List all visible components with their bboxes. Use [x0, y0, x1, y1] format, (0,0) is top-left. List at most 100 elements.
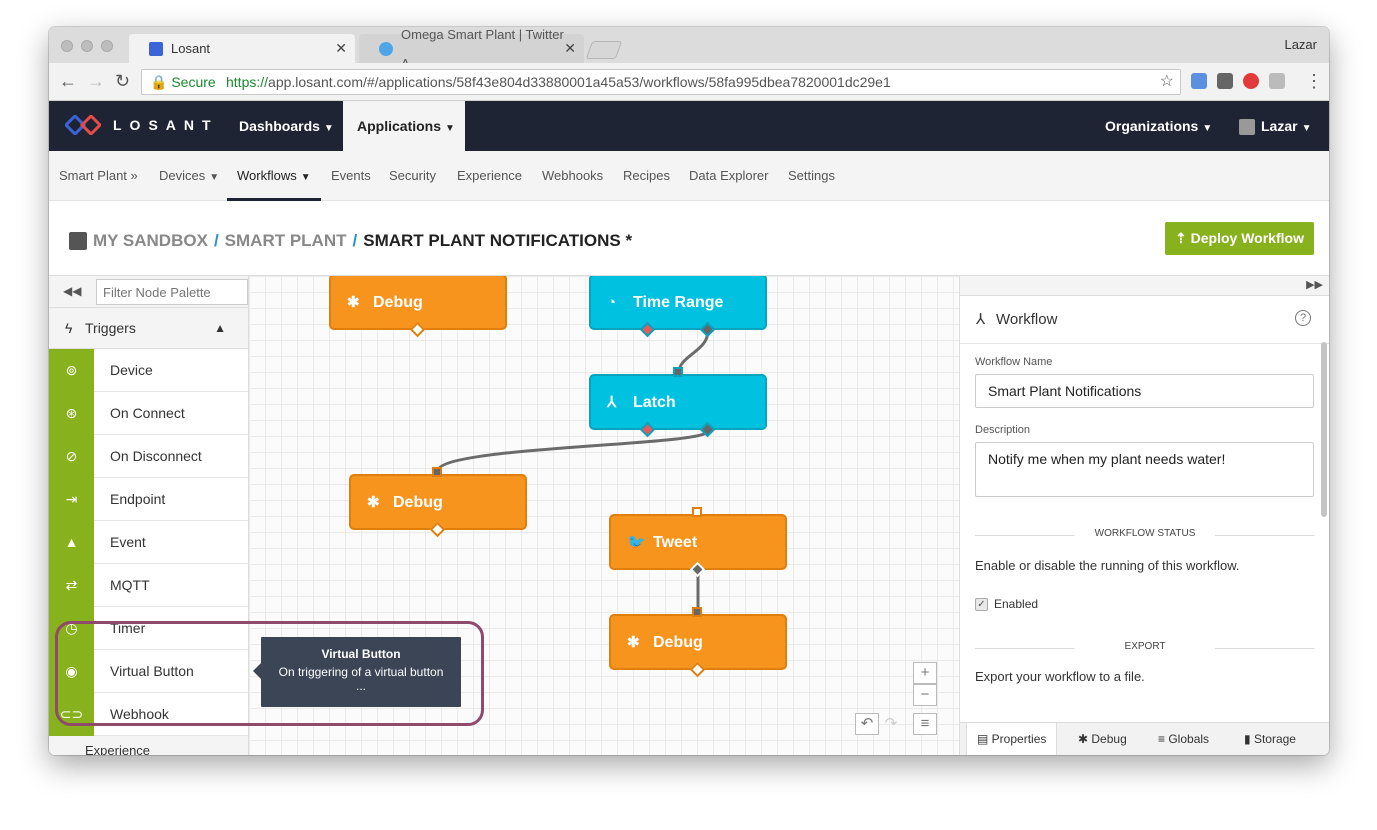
input-port[interactable] — [692, 507, 702, 517]
tab-storage[interactable]: ▮ Storage — [1234, 723, 1306, 755]
panel-scrollbar[interactable] — [1321, 342, 1327, 517]
node-palette: ◀◀ ϟ Triggers ▲ ⊚Device ⊛On Connect ⊘On … — [49, 276, 249, 755]
sign-in-icon: ⇥ — [49, 478, 94, 521]
subnav-events[interactable]: Events — [331, 168, 371, 183]
palette-section-experience[interactable]: Experience — [49, 736, 248, 755]
palette-section-triggers[interactable]: ϟ Triggers ▲ — [49, 308, 248, 349]
browser-tab-losant[interactable]: Losant ✕ — [129, 34, 355, 63]
caret-down-icon: ▼ — [209, 172, 220, 183]
panel-toolbar: ▶▶ — [960, 276, 1329, 296]
address-bar[interactable]: 🔒 Secure https://app.losant.com/#/applic… — [141, 69, 1181, 95]
tab-title: Losant — [171, 41, 211, 56]
redo-button[interactable]: ↷ — [884, 715, 898, 732]
workflow-name-input[interactable] — [975, 374, 1314, 408]
nav-dashboards-label: Dashboards — [239, 118, 320, 134]
enabled-checkbox[interactable]: ✓ — [975, 598, 988, 612]
workflow-name-label: Workflow Name — [975, 356, 1053, 368]
nav-organizations[interactable]: Organizations▼ — [1091, 101, 1226, 151]
breadcrumb-sandbox[interactable]: MY SANDBOX — [93, 231, 208, 250]
tab-label: Properties — [991, 732, 1047, 746]
caret-down-icon: ▼ — [1202, 123, 1213, 134]
time-range-node[interactable]: ◔Time Range — [589, 276, 767, 330]
palette-item-mqtt[interactable]: ⇄MQTT — [49, 564, 248, 607]
tooltip-body: On triggering of a virtual button — [278, 665, 444, 679]
close-window-icon[interactable] — [61, 40, 73, 52]
tooltip-title: Virtual Button — [321, 647, 401, 661]
tab-properties[interactable]: ▤ Properties — [966, 723, 1058, 755]
palette-filter-input[interactable] — [96, 279, 248, 305]
nav-user-label: Lazar — [1261, 118, 1298, 134]
browser-menu-icon[interactable]: ⋮ — [1305, 71, 1323, 91]
caret-down-icon: ▼ — [323, 123, 334, 134]
subnav-recipes[interactable]: Recipes — [623, 168, 670, 183]
palette-item-device[interactable]: ⊚Device — [49, 349, 248, 392]
bug-icon: ✱ — [367, 494, 380, 511]
palette-item-endpoint[interactable]: ⇥ Endpoint — [49, 478, 248, 521]
collapse-palette-icon[interactable]: ◀◀ — [63, 284, 82, 298]
subnav-devices[interactable]: Devices▼ — [159, 151, 219, 201]
pocket-icon[interactable] — [1217, 73, 1233, 89]
canvas-menu-icon[interactable]: ≡ — [913, 713, 937, 735]
secure-lock-indicator[interactable]: 🔒 Secure — [150, 74, 216, 90]
deploy-workflow-button[interactable]: ⇡ Deploy Workflow — [1165, 222, 1314, 255]
vivaldi-icon[interactable] — [1269, 73, 1285, 89]
enabled-label: Enabled — [994, 597, 1039, 611]
palette-item-event[interactable]: ▲Event — [49, 521, 248, 564]
description-textarea[interactable]: Notify me when my plant needs water! — [975, 442, 1314, 497]
input-port[interactable] — [692, 607, 702, 617]
subnav-data-explorer[interactable]: Data Explorer — [689, 168, 769, 183]
bookmark-star-icon[interactable]: ☆ — [1159, 73, 1174, 90]
close-tab-icon[interactable]: ✕ — [564, 40, 576, 56]
undo-button[interactable]: ↶ — [855, 713, 879, 735]
minimize-window-icon[interactable] — [81, 40, 93, 52]
debug-node[interactable]: ✱Debug — [349, 474, 527, 530]
browser-tab-twitter[interactable]: Omega Smart Plant | Twitter A ✕ — [359, 27, 584, 71]
new-tab-button[interactable] — [585, 41, 623, 59]
subnav-smart-plant[interactable]: Smart Plant » — [59, 168, 138, 183]
subnav-workflows-label: Workflows — [237, 168, 297, 183]
file-icon: ▤ — [977, 732, 992, 746]
nav-user-menu[interactable]: Lazar▼ — [1225, 101, 1325, 151]
opera-icon[interactable] — [1243, 73, 1259, 89]
latch-node[interactable]: ⅄Latch — [589, 374, 767, 430]
zoom-out-button[interactable]: − — [913, 684, 937, 706]
debug-node[interactable]: ✱Debug — [329, 276, 507, 330]
node-label: Latch — [633, 394, 676, 411]
input-port[interactable] — [673, 367, 683, 377]
subnav-security[interactable]: Security — [389, 168, 436, 183]
breadcrumb-separator: / — [352, 231, 358, 250]
tab-debug[interactable]: ✱ Debug — [1068, 723, 1137, 755]
subnav-experience[interactable]: Experience — [457, 168, 523, 183]
breadcrumb-application[interactable]: SMART PLANT — [224, 231, 347, 250]
nav-applications[interactable]: Applications▼ — [343, 101, 465, 151]
browser-profile-name[interactable]: Lazar — [1284, 37, 1317, 52]
tab-label: Storage — [1253, 732, 1296, 746]
back-arrow-icon[interactable]: ← — [59, 71, 77, 91]
close-tab-icon[interactable]: ✕ — [335, 40, 347, 56]
help-icon[interactable]: ? — [1295, 310, 1311, 326]
maximize-window-icon[interactable] — [101, 40, 113, 52]
reload-icon[interactable]: ↻ — [115, 71, 131, 91]
extension-icon[interactable] — [1191, 73, 1207, 89]
nav-dashboards[interactable]: Dashboards▼ — [225, 101, 348, 151]
enabled-checkbox-row[interactable]: ✓ Enabled — [975, 597, 1315, 612]
palette-item-label: Endpoint — [110, 491, 166, 507]
expand-panel-icon[interactable]: ▶▶ — [1306, 279, 1323, 291]
twitter-bird-icon: 🐦 — [627, 534, 646, 551]
losant-logo[interactable]: LOSANT — [65, 115, 219, 135]
url-text[interactable]: https://app.losant.com/#/applications/58… — [226, 70, 891, 94]
palette-item-on-disconnect[interactable]: ⊘On Disconnect — [49, 435, 248, 478]
subnav-settings[interactable]: Settings — [788, 168, 835, 183]
palette-item-on-connect[interactable]: ⊛On Connect — [49, 392, 248, 435]
subnav-webhooks[interactable]: Webhooks — [542, 168, 604, 183]
tweet-node[interactable]: 🐦Tweet — [609, 514, 787, 570]
panel-title: Workflow — [996, 311, 1058, 328]
subnav-workflows[interactable]: Workflows▼ — [227, 151, 321, 201]
forward-arrow-icon[interactable]: → — [87, 71, 105, 91]
tab-globals[interactable]: ≡ Globals — [1148, 723, 1219, 755]
debug-node[interactable]: ✱Debug — [609, 614, 787, 670]
input-port[interactable] — [432, 467, 442, 477]
zoom-in-button[interactable]: + — [913, 662, 937, 684]
palette-item-label: Event — [110, 534, 146, 550]
palette-item-label: On Disconnect — [110, 448, 202, 464]
